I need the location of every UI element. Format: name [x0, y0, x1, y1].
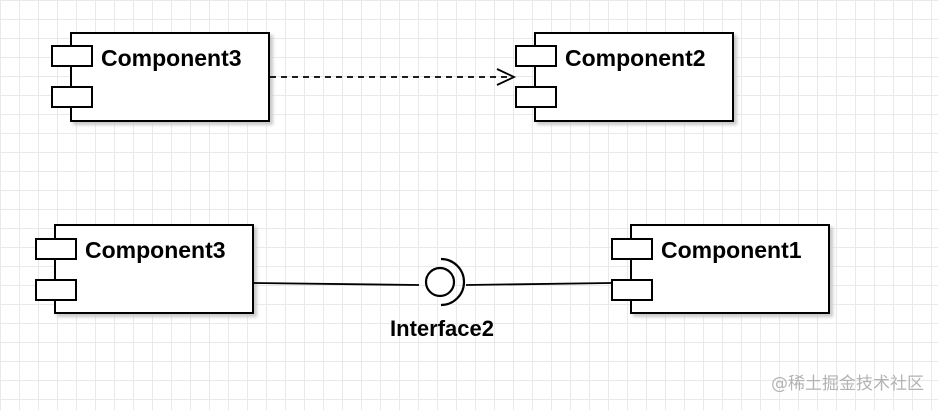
connector-left[interactable] [253, 282, 420, 286]
component-bottom-right[interactable]: Component1 [611, 224, 830, 314]
interface-label: Interface2 [390, 316, 494, 341]
component-title: Component3 [85, 237, 226, 263]
watermark: @稀土掘金技术社区 [771, 374, 924, 394]
component-port-icon [611, 279, 653, 301]
component-top-right[interactable]: Component2 [515, 32, 734, 122]
component-top-left[interactable]: Component3 [51, 32, 270, 122]
dependency-arrow[interactable] [270, 68, 517, 86]
open-arrowhead-icon [496, 68, 517, 86]
component-title: Component1 [661, 237, 802, 263]
component-port-icon [515, 45, 557, 67]
component-title: Component2 [565, 45, 706, 71]
interface-ball-socket-icon[interactable] [424, 257, 466, 307]
component-port-icon [611, 238, 653, 260]
component-port-icon [51, 86, 93, 108]
component-port-icon [35, 238, 77, 260]
component-port-icon [515, 86, 557, 108]
connector-right[interactable] [465, 282, 612, 286]
component-title: Component3 [101, 45, 242, 71]
component-port-icon [35, 279, 77, 301]
component-bottom-left[interactable]: Component3 [35, 224, 254, 314]
component-port-icon [51, 45, 93, 67]
